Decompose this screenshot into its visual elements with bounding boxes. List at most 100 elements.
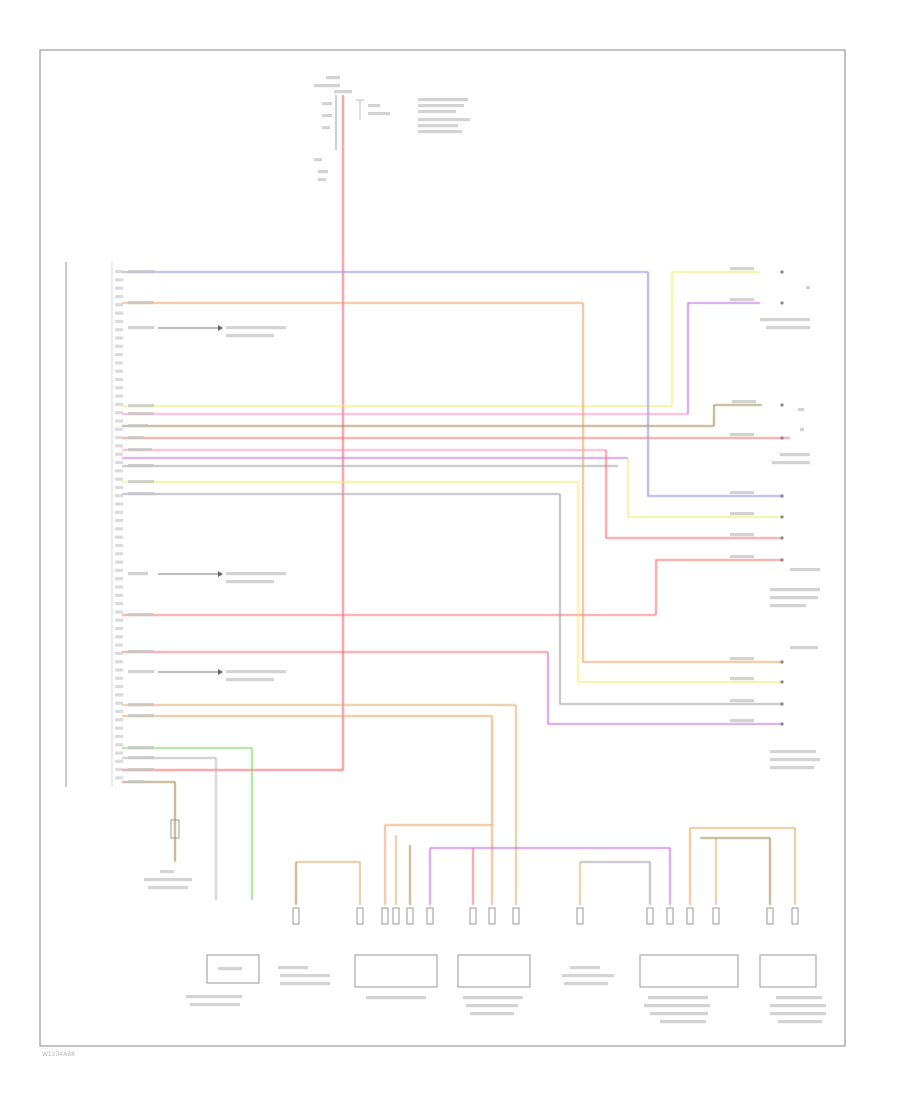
label-blur: [314, 158, 322, 162]
label-blur: [770, 750, 816, 754]
label-blur: [730, 512, 754, 516]
connector-pin: [780, 536, 784, 540]
wire: [671, 271, 760, 406]
terminal: [426, 907, 434, 925]
wire: [559, 494, 782, 705]
label-blur: [115, 510, 123, 514]
label-blur: [115, 286, 123, 290]
label-blur: [800, 428, 804, 432]
label-blur: [732, 400, 756, 404]
label-blur: [770, 604, 806, 608]
label-blur: [128, 404, 154, 408]
label-blur: [226, 580, 274, 584]
label-blur: [115, 294, 123, 299]
terminal: [356, 907, 364, 925]
connector-pin: [780, 702, 784, 706]
label-blur: [115, 660, 123, 664]
label-blur: [368, 104, 380, 108]
connector-pin: [780, 270, 784, 274]
label-blur: [115, 477, 123, 481]
wire: [700, 837, 771, 905]
label-blur: [115, 494, 123, 498]
label-blur: [418, 130, 462, 134]
label-blur: [115, 361, 123, 365]
wire: [687, 302, 760, 414]
label-blur: [115, 626, 123, 631]
label-blur: [115, 560, 123, 564]
label-blur: [115, 519, 123, 523]
label-blur: [470, 1012, 514, 1016]
label-blur: [806, 286, 810, 290]
terminal: [512, 907, 520, 925]
label-blur: [660, 1020, 706, 1024]
label-blur: [190, 1003, 240, 1007]
label-blur: [115, 369, 123, 373]
label-blur: [115, 502, 123, 506]
label-blur: [115, 701, 123, 705]
label-blur: [128, 768, 154, 772]
label-blur: [115, 568, 123, 572]
label-blur: [115, 311, 123, 315]
terminal: [646, 907, 654, 925]
wire: [647, 272, 782, 497]
wire: [547, 652, 782, 725]
label-blur: [128, 436, 144, 440]
module-box: [759, 954, 817, 988]
terminal: [791, 907, 799, 925]
label-blur: [128, 613, 154, 617]
label-blur: [128, 670, 154, 674]
label-blur: [463, 996, 523, 1000]
label-blur: [115, 759, 123, 763]
label-blur: [314, 84, 340, 88]
label-blur: [115, 377, 123, 382]
label-blur: [115, 353, 123, 357]
label-blur: [730, 677, 754, 681]
terminal: [766, 907, 774, 925]
wire: [627, 458, 782, 518]
wire: [690, 827, 796, 905]
label-blur: [730, 298, 754, 302]
label-blur: [790, 568, 820, 572]
label-blur: [334, 90, 352, 94]
label-blur: [115, 394, 123, 398]
label-blur: [418, 118, 470, 122]
label-blur: [128, 424, 148, 428]
label-blur: [115, 386, 123, 390]
terminal: [488, 907, 496, 925]
module-box: [354, 954, 438, 988]
label-blur: [115, 543, 123, 548]
label-blur: [128, 714, 154, 718]
label-blur: [730, 719, 754, 723]
label-blur: [730, 433, 754, 437]
label-blur: [418, 110, 456, 114]
terminal: [712, 907, 720, 925]
label-blur: [730, 491, 754, 495]
label-blur: [115, 552, 123, 556]
label-blur: [115, 768, 123, 772]
label-blur: [115, 278, 123, 282]
label-blur: [128, 756, 154, 760]
label-blur: [466, 1004, 518, 1008]
label-blur: [128, 746, 154, 750]
label-blur: [770, 1012, 826, 1016]
label-blur: [226, 334, 274, 338]
label-blur: [115, 436, 123, 440]
label-blur: [226, 326, 286, 330]
module-box: [639, 954, 739, 988]
wire: [713, 404, 762, 426]
label-blur: [115, 444, 123, 448]
label-blur: [115, 452, 123, 456]
terminal: [576, 907, 584, 925]
label-blur: [115, 336, 123, 340]
label-blur: [115, 319, 123, 323]
label-blur: [115, 668, 123, 672]
label-blur: [115, 577, 123, 581]
components-layer: [65, 76, 826, 1024]
label-blur: [128, 572, 148, 576]
diagram-frame: [39, 49, 846, 1047]
label-blur: [770, 758, 820, 762]
reference-arrow: [218, 669, 223, 675]
label-blur: [128, 448, 152, 452]
